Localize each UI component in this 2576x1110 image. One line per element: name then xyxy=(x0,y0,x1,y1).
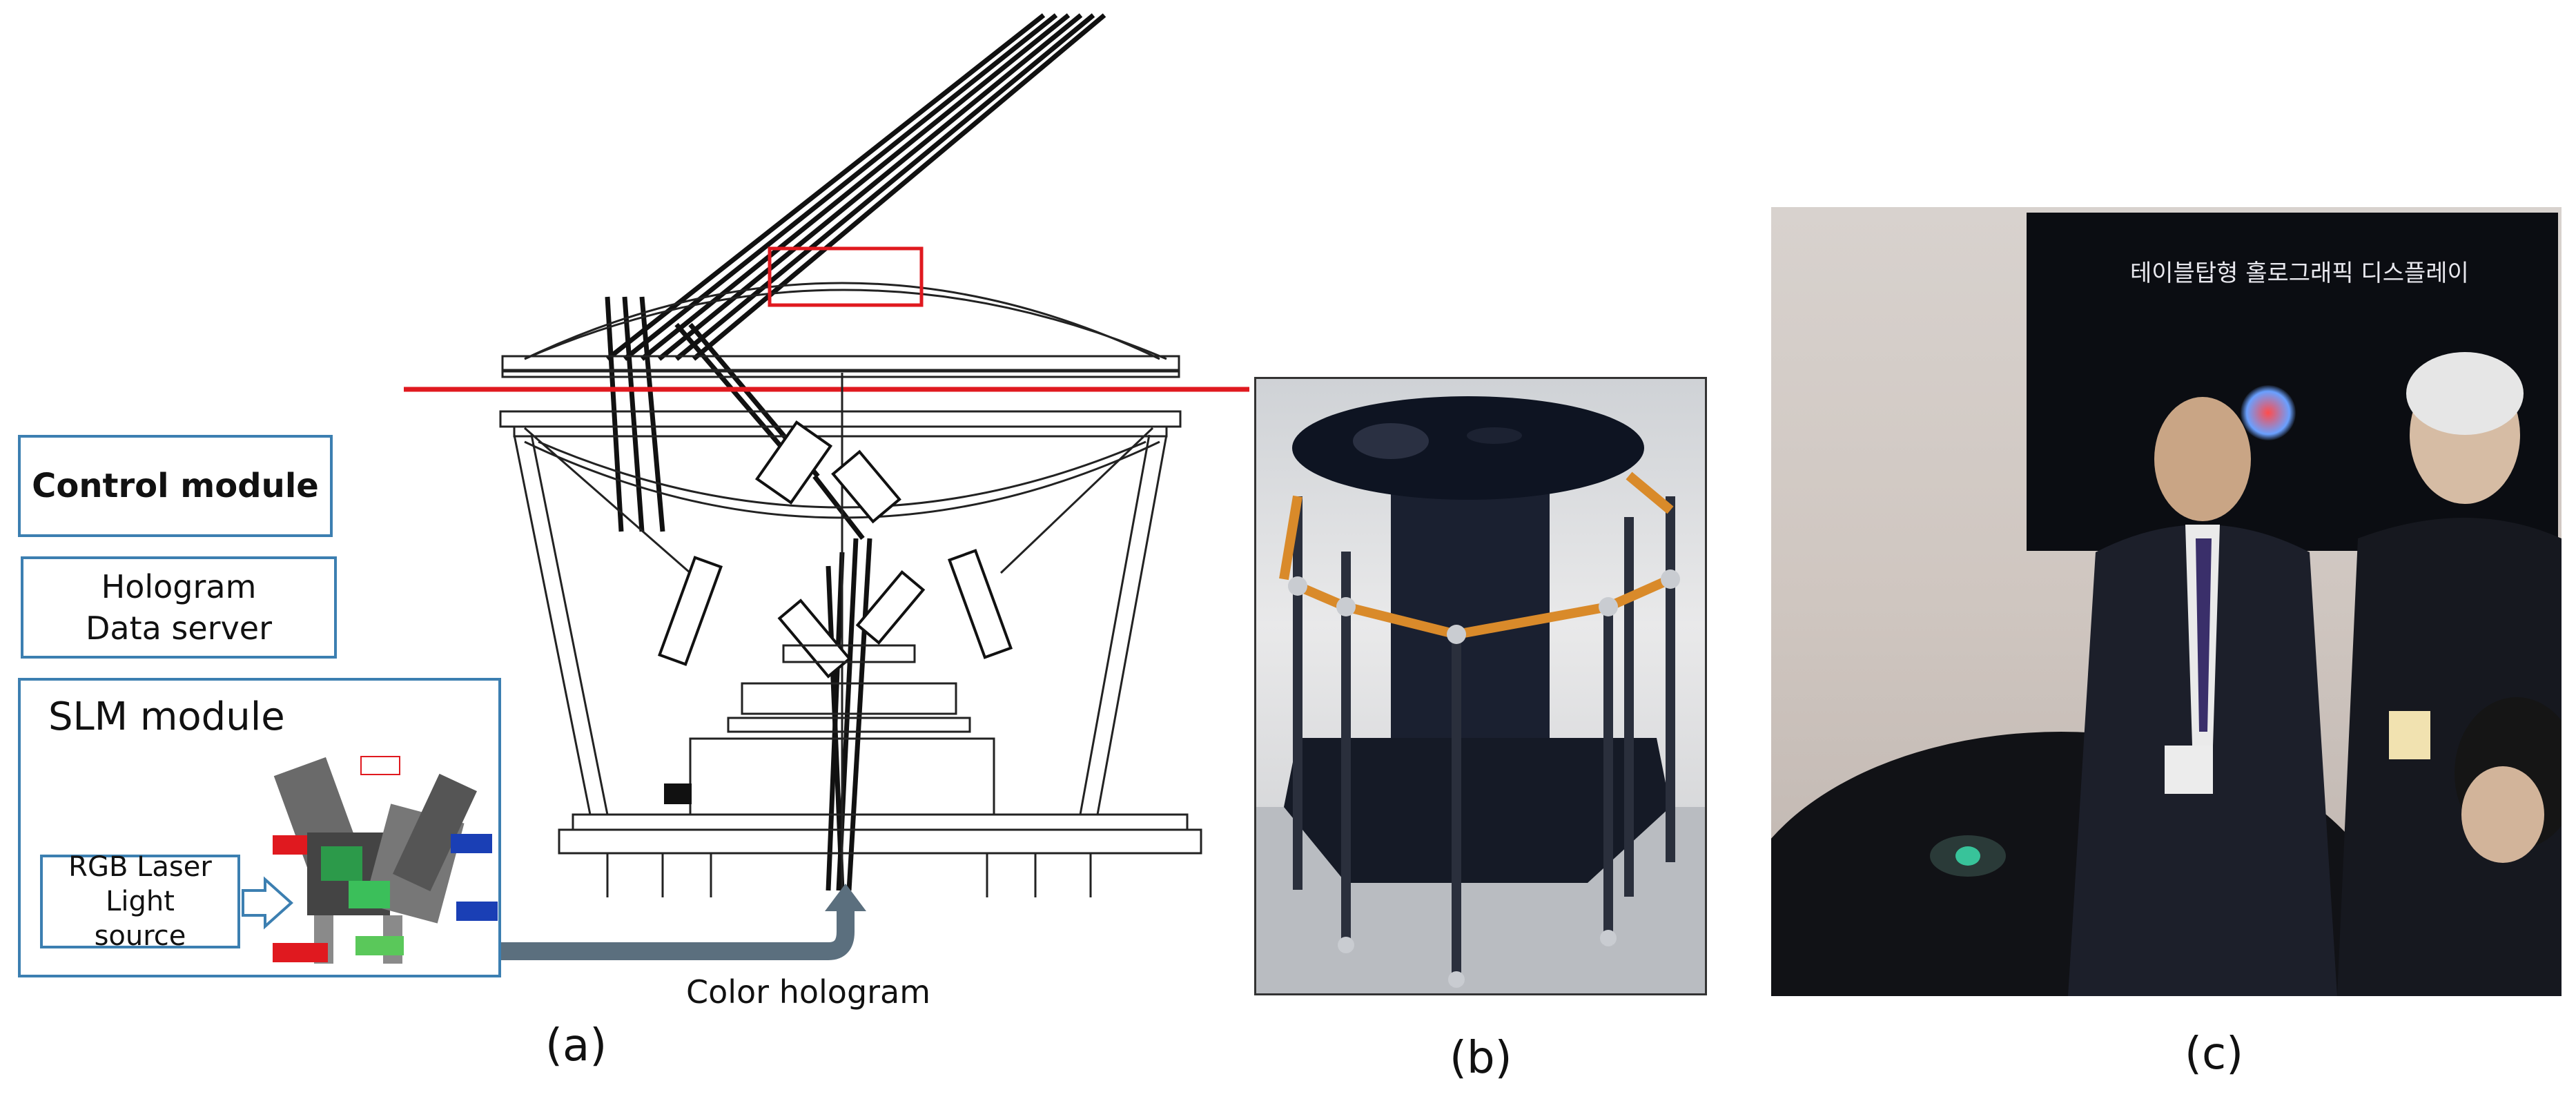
mount-block xyxy=(664,783,692,804)
hologram-label: Hologram xyxy=(101,568,257,605)
slm-module-label: SLM module xyxy=(48,694,285,739)
lower-frame xyxy=(558,644,1202,897)
control-module-box: Control module xyxy=(18,435,333,537)
slm-module-box: SLM module RGB Laser Light source xyxy=(18,678,501,977)
hollow-arrow-icon xyxy=(242,876,293,930)
optics-components xyxy=(657,420,1013,679)
exhibition-photo: 테이블탑형 홀로그래픽 디스플레이 xyxy=(1771,207,2562,996)
top-lens xyxy=(501,282,1180,378)
data-server-label: Data server xyxy=(85,610,273,647)
slm-hardware-illustration xyxy=(273,756,498,964)
exhibition-scene xyxy=(1771,352,2562,996)
monitor-hologram-glow xyxy=(2241,385,2296,440)
rgb-laser-label: RGB Laser xyxy=(68,851,212,883)
color-hologram-label: Color hologram xyxy=(686,973,931,1011)
source-label: source xyxy=(94,920,186,952)
rgb-laser-box: RGB Laser Light source xyxy=(40,851,240,952)
beam-arrow-head xyxy=(825,884,866,911)
beam-arrow-path xyxy=(459,910,855,960)
caption-c: (c) xyxy=(2185,1029,2244,1080)
highlight-box xyxy=(768,246,924,307)
hologram-data-server-box: Hologram Data server xyxy=(21,556,337,659)
tabletop-display-photo xyxy=(1254,377,1707,995)
monitor-title: 테이블탑형 홀로그래픽 디스플레이 xyxy=(2130,260,2469,287)
control-module-label: Control module xyxy=(32,467,319,505)
caption-a: (a) xyxy=(545,1020,607,1071)
laser-beams xyxy=(605,13,1106,891)
tabletop-display-drawing xyxy=(1256,396,1705,993)
light-label: Light xyxy=(106,886,175,917)
caption-b: (b) xyxy=(1450,1033,1512,1084)
upper-frame xyxy=(499,373,1182,890)
